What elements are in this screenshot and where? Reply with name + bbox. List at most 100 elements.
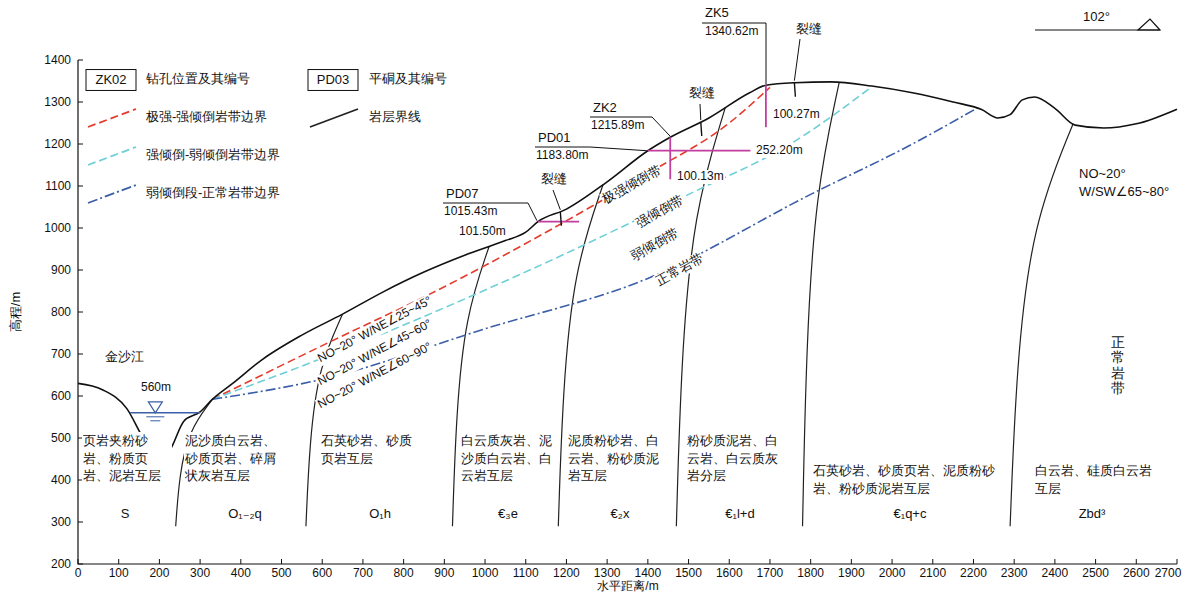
water-symbol <box>148 402 162 413</box>
x-tick <box>159 559 160 564</box>
axis-tick-label: 1300 <box>43 96 72 108</box>
attitude-label: NO~20° W/SW∠65~80° <box>1078 165 1186 200</box>
axis-frame <box>78 60 1177 564</box>
legend-text: 钻孔位置及其编号 <box>145 72 251 87</box>
crack-label: 裂缝 <box>795 22 823 37</box>
zone-label: 正常岩带 <box>1110 335 1126 397</box>
axis-tick-label: 800 <box>393 567 415 579</box>
depth-label: 100.27m <box>772 108 821 122</box>
x-tick <box>444 559 445 564</box>
x-tick <box>1054 559 1055 564</box>
legend-text: 极强-强倾倒岩带边界 <box>145 110 268 125</box>
water-symbol <box>146 416 164 417</box>
axis-tick-label: 1700 <box>756 567 785 579</box>
axis-tick-label: 1000 <box>43 222 72 234</box>
axis-tick-label: 2200 <box>959 567 988 579</box>
lithology-note: 石英砂岩、砂质页岩、泥质粉砂岩、粉砂质泥岩互层 <box>812 462 1010 497</box>
axis-tick-label: 300 <box>50 516 72 528</box>
x-tick <box>688 559 689 564</box>
stratum-code: €₁l+d <box>724 507 755 522</box>
legend-line-sample <box>88 109 136 127</box>
y-tick <box>78 522 83 523</box>
legend-line-sample <box>310 109 358 127</box>
leader-line <box>794 39 800 81</box>
lithology-note: 泥质粉砂岩、白云岩、粉砂质泥岩互层 <box>567 432 665 485</box>
axis-tick-label: 1600 <box>715 567 744 579</box>
leader-line <box>700 104 702 120</box>
axis-tick-label: 2100 <box>918 567 947 579</box>
lithology-note: 页岩夹粉砂岩、粉质页岩、泥岩互层 <box>82 432 172 485</box>
stratum-code: €₃e <box>497 507 519 522</box>
zone-label: 正常岩带 <box>653 250 707 289</box>
x-tick <box>403 559 404 564</box>
axis-tick-label: 1400 <box>633 567 662 579</box>
elevation-label: 1015.43m <box>443 205 498 219</box>
legend-text: 岩层界线 <box>368 110 422 125</box>
axis-tick-label: 1500 <box>674 567 703 579</box>
axis-tick-label: 1000 <box>471 567 500 579</box>
x-tick <box>485 559 486 564</box>
lithology-note: 泥沙质白云岩、砂质页岩、碎屑状灰岩互层 <box>184 432 280 485</box>
axis-tick-label: 400 <box>50 474 72 486</box>
river-name: 金沙江 <box>104 350 145 365</box>
legend-text: 平硐及其编号 <box>368 72 448 87</box>
stratum-code: O₁h <box>368 507 392 522</box>
adit <box>538 221 579 223</box>
axis-tick-label: 0 <box>74 567 83 579</box>
drill-hole <box>765 85 767 127</box>
length-label: 101.50m <box>458 225 507 239</box>
water-level <box>130 412 200 413</box>
axis-tick-label: 900 <box>433 567 455 579</box>
legend-line-sample <box>88 185 136 203</box>
axis-tick-label: 2700 <box>1154 567 1183 579</box>
axis-tick-label: 1200 <box>552 567 581 579</box>
legend-line-sample <box>88 147 136 165</box>
x-tick <box>973 559 974 564</box>
y-tick <box>78 186 83 187</box>
lithology-note: 粉砂质泥岩、白云岩、白云质灰岩分层 <box>686 432 784 485</box>
normal-rock-boundary <box>212 108 977 399</box>
x-tick <box>851 559 852 564</box>
x-tick <box>281 559 282 564</box>
x-tick <box>118 559 119 564</box>
water-symbol <box>150 420 160 421</box>
y-tick <box>78 228 83 229</box>
legend-sample-text: ZK02 <box>94 73 127 88</box>
x-tick <box>1177 559 1178 564</box>
y-tick <box>78 564 83 565</box>
axis-tick-label: 1900 <box>837 567 866 579</box>
legend-sample-text: PD03 <box>316 73 351 88</box>
axis-tick-label: 200 <box>50 558 72 570</box>
crack-mark <box>794 83 795 97</box>
axis-tick-label: 300 <box>189 567 211 579</box>
leader-line <box>443 203 537 221</box>
lithology-note: 白云质灰岩、泥沙质白云岩、白云岩互层 <box>460 432 558 485</box>
stratum-code: Zbd³ <box>1078 507 1107 522</box>
lithology-note: 石英砂岩、砂质页岩互层 <box>320 432 416 467</box>
adit-id: PD07 <box>445 187 480 202</box>
weak-topple-boundary <box>212 87 871 399</box>
x-tick <box>566 559 567 564</box>
x-tick <box>1014 559 1015 564</box>
axis-tick-label: 2500 <box>1081 567 1110 579</box>
strong-topple-boundary <box>212 87 770 399</box>
y-tick <box>78 354 83 355</box>
axis-tick-label: 200 <box>148 567 170 579</box>
y-tick <box>78 396 83 397</box>
x-tick <box>810 559 811 564</box>
x-tick <box>525 559 526 564</box>
length-label: 252.20m <box>755 144 804 158</box>
zone-label: 极强倾倒带 <box>599 162 665 208</box>
axis-tick-label: 700 <box>50 348 72 360</box>
drill-hole <box>669 137 671 179</box>
elevation-label: 1215.89m <box>590 119 645 133</box>
x-tick <box>607 559 608 564</box>
axis-tick-label: 500 <box>271 567 293 579</box>
axis-tick-label: 2000 <box>878 567 907 579</box>
lithology-note: 白云岩、硅质白云岩互层 <box>1034 462 1154 497</box>
axis-tick-label: 1100 <box>512 567 540 579</box>
drill-id: ZK2 <box>592 101 618 116</box>
legend-text: 弱倾倒段-正常岩带边界 <box>145 186 281 201</box>
y-tick <box>78 312 83 313</box>
